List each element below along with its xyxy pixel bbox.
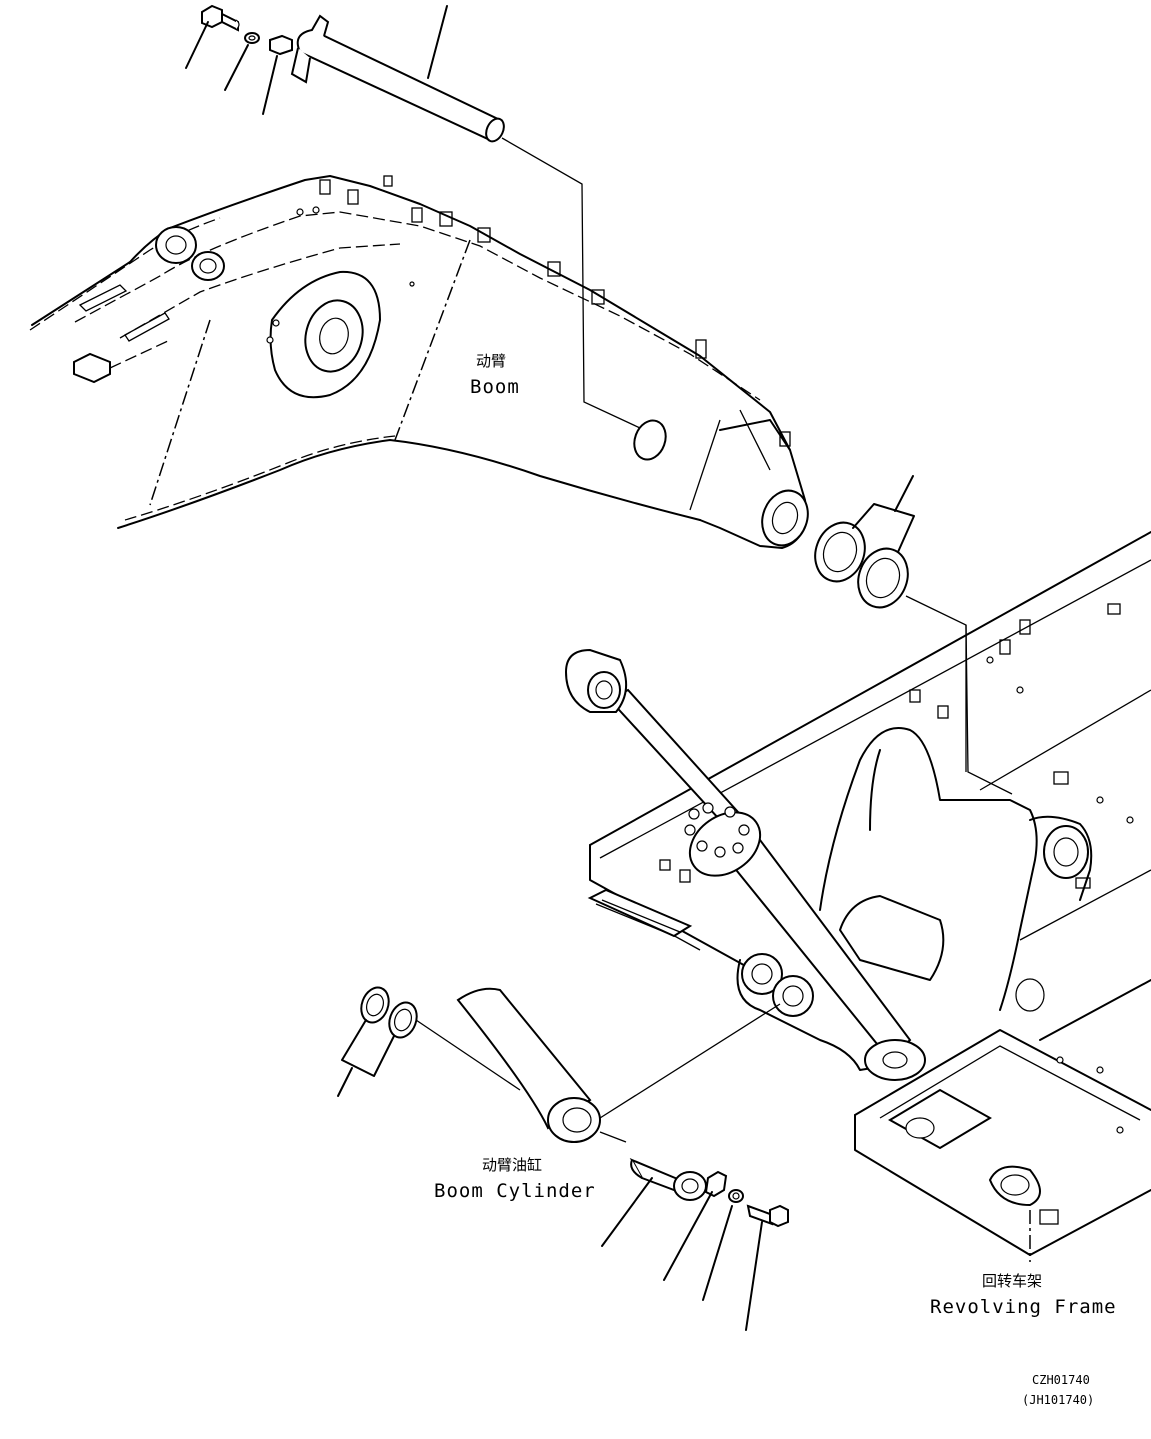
boom: [29, 175, 809, 549]
boom-label-zh: 动臂: [476, 352, 507, 370]
shims-right: [814, 475, 1013, 795]
revolving-frame-label-zh: 回转车架: [982, 1272, 1043, 1290]
top-washer: [224, 32, 260, 91]
lower-pin: [601, 1157, 707, 1247]
lower-bolt: [745, 1204, 789, 1331]
lower-lock-plate: [663, 1170, 728, 1281]
lower-washer: [702, 1189, 744, 1301]
boom-label-en: Boom: [470, 376, 520, 398]
boom-cylinder-label-en: Boom Cylinder: [434, 1180, 596, 1202]
revolving-frame-label-en: Revolving Frame: [930, 1296, 1117, 1318]
drawing-code-primary: CZH01740: [1032, 1373, 1090, 1387]
top-spacer: [262, 34, 293, 115]
drawing-code-secondary: (JH101740): [1022, 1393, 1095, 1407]
boom-foot-pin: [290, 5, 667, 461]
boom-cylinder-detached: [415, 987, 781, 1143]
boom-cylinder-installed: [564, 648, 926, 1081]
boom-cylinder-label-zh: 动臂油缸: [482, 1156, 543, 1174]
shims-left: [337, 986, 418, 1097]
top-bolt: [185, 4, 240, 69]
revolving-frame: [587, 531, 1151, 1262]
